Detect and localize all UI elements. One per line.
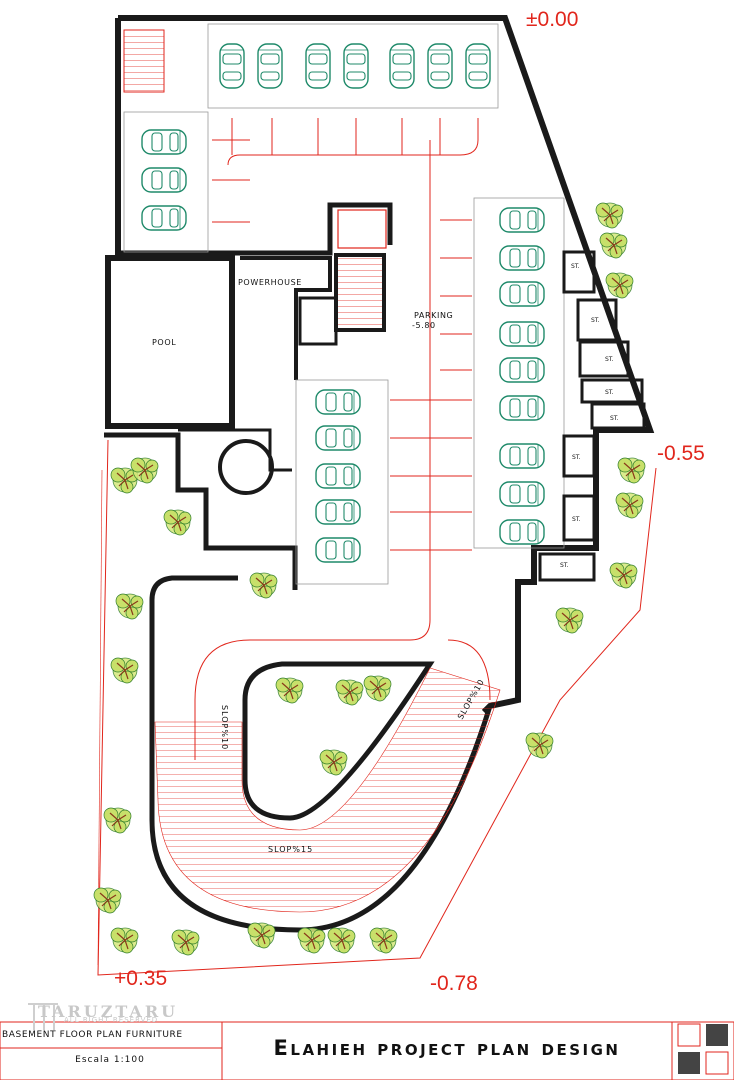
storage-labels: ST. ST. ST. ST. ST. ST. ST. ST. <box>560 263 619 569</box>
site-boundary <box>97 439 657 976</box>
st-label: ST. <box>605 389 614 396</box>
level-right: -0.55 <box>657 442 705 465</box>
level-bottom-left: +0.35 <box>114 967 167 990</box>
powerhouse-label: POWERHOUSE <box>238 278 302 287</box>
upper-inner-wall <box>118 202 393 256</box>
storage-rooms <box>538 250 646 582</box>
parking-bay-top <box>207 23 499 109</box>
parking-bay-right <box>473 197 565 549</box>
site-boundary-inner <box>97 469 103 966</box>
slope-bottom-label: SLOP%15 <box>268 845 313 854</box>
logo-mark <box>28 1003 58 1030</box>
title-block <box>0 1021 734 1080</box>
brand-watermark: TARUZTARU <box>38 1002 179 1021</box>
cars-top-row <box>219 43 491 89</box>
rights-watermark: ALL RIGHT RESERVED <box>64 1016 159 1024</box>
parking-level-label: -5.80 <box>412 321 436 330</box>
service-room <box>298 296 338 346</box>
powerhouse-wall <box>240 256 332 380</box>
st-label: ST. <box>560 562 569 569</box>
parking-bay-left <box>123 111 209 253</box>
st-label: ST. <box>610 415 619 422</box>
st-label: ST. <box>605 356 614 363</box>
traffic-arrows <box>194 118 491 760</box>
parking-bay-middle <box>295 379 389 585</box>
cars-left-column <box>141 129 187 231</box>
stair-core <box>334 253 386 332</box>
st-label: ST. <box>572 516 581 523</box>
pool-room <box>105 255 235 429</box>
project-title: Elahieh project plan design <box>273 1036 621 1060</box>
round-column <box>218 439 274 495</box>
cars-middle-column <box>315 389 361 563</box>
ramp-outer-cap <box>149 575 238 601</box>
slope-left-label: SLOP%10 <box>220 705 229 750</box>
st-label: ST. <box>572 454 581 461</box>
cars-right-column <box>499 207 545 545</box>
ramp-slope-band <box>154 667 501 913</box>
pool-label: POOL <box>152 338 176 347</box>
level-bottom: -0.78 <box>430 972 478 995</box>
st-label: ST. <box>591 317 600 324</box>
st-label: ST. <box>571 263 580 270</box>
parking-label: PARKING <box>414 311 453 320</box>
stair-top-left <box>123 29 165 93</box>
scale-label: Escala 1:100 <box>75 1055 145 1065</box>
level-top: ±0.00 <box>526 8 578 31</box>
elevator <box>337 209 387 249</box>
sheet-title: BASEMENT FLOOR PLAN FURNITURE <box>2 1030 183 1040</box>
title-block-squares <box>677 1023 729 1075</box>
pool-lower-wall <box>104 432 298 590</box>
courtyard-wall <box>178 428 292 472</box>
